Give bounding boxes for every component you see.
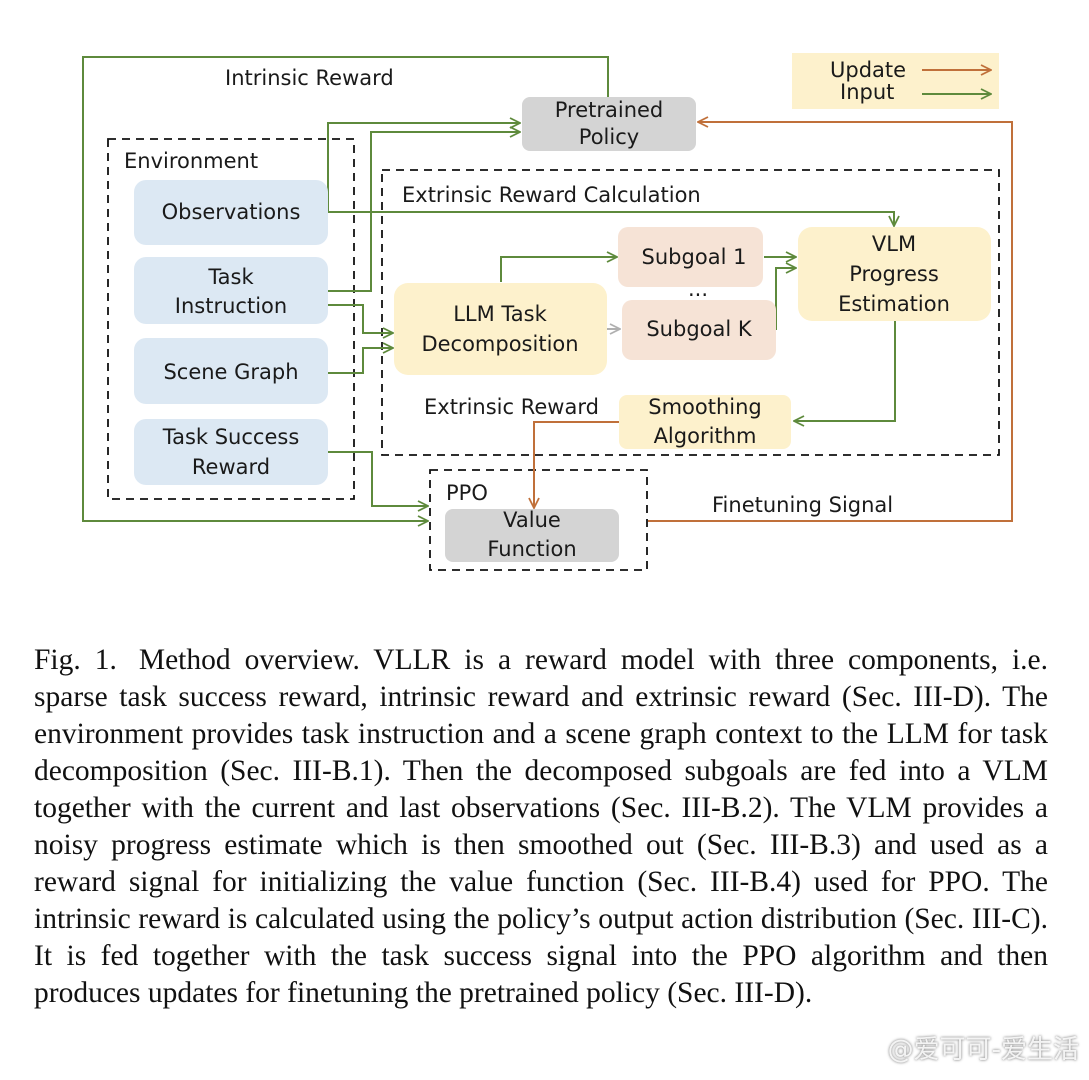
task-success-reward-line-2: Reward: [192, 455, 270, 479]
subgoal-k-line-1: Subgoal K: [646, 317, 753, 341]
smoothing-to-value-function-connector: [534, 421, 620, 508]
method-overview-diagram: Update Input Environment Extrinsic Rewar…: [82, 53, 1013, 571]
instruction-to-policy-connector: [328, 132, 520, 292]
extrinsic-reward-calculation-label: Extrinsic Reward Calculation: [402, 183, 701, 207]
llm-to-subgoal1-connector: [500, 257, 617, 282]
task-instruction-line-1: Task: [207, 265, 254, 289]
finetuning-signal-connector: [648, 122, 1013, 522]
update-connectors: [534, 122, 1013, 522]
ppo-container: [429, 469, 648, 571]
finetuning-signal-label: Finetuning Signal: [712, 493, 893, 517]
extrinsic-reward-label: Extrinsic Reward: [424, 395, 599, 419]
node-pretrained-policy: Pretrained Policy: [522, 97, 696, 151]
vlm-progress-estimation-line-1: VLM: [872, 232, 916, 256]
scene-graph-line-1: Scene Graph: [163, 360, 298, 384]
legend-update-label: Update: [830, 58, 906, 82]
watermark: @爱可可-爱生活: [887, 1035, 1079, 1065]
value-function-line-1: Value: [503, 508, 561, 532]
subgoal-1-line-1: Subgoal 1: [642, 245, 747, 269]
node-task-instruction: Task Instruction: [134, 257, 328, 324]
value-function-line-2: Function: [487, 537, 576, 561]
llm-task-decomposition-line-1: LLM Task: [453, 302, 547, 326]
observations-to-vlm-connector: [328, 211, 894, 226]
figure-caption: Fig. 1.Method overview. VLLR is a reward…: [34, 642, 1048, 1012]
extrinsic-reward-calculation-container: [381, 169, 1000, 456]
input-connectors: [82, 56, 896, 521]
node-subgoal-1: Subgoal 1: [618, 227, 763, 287]
observations-to-policy-connector: [327, 123, 520, 212]
legend-background: [792, 53, 999, 109]
ppo-label: PPO: [446, 481, 488, 505]
environment-container: [107, 138, 355, 500]
environment-label: Environment: [124, 149, 258, 173]
node-scene-graph: Scene Graph: [134, 338, 328, 404]
intrinsic-reward-connector: [82, 56, 609, 521]
caption-text: Method overview. VLLR is a reward model …: [34, 644, 1048, 1009]
intrinsic-reward-label: Intrinsic Reward: [225, 66, 394, 90]
pretrained-policy-line-2: Policy: [579, 125, 639, 149]
legend-input-label: Input: [840, 80, 894, 104]
node-observations: Observations: [134, 180, 328, 245]
vlm-to-smoothing-connector: [794, 320, 896, 421]
task-success-reward-line-1: Task Success: [162, 425, 300, 449]
pretrained-policy-line-1: Pretrained: [555, 98, 664, 122]
node-smoothing-algorithm: Smoothing Algorithm: [619, 395, 791, 449]
vlm-progress-estimation-line-2: Progress: [849, 262, 939, 286]
smoothing-algorithm-line-1: Smoothing: [648, 395, 762, 419]
node-subgoal-k: Subgoal K: [622, 300, 776, 360]
figure-label: Fig. 1.: [34, 644, 117, 676]
task-instruction-line-2: Instruction: [175, 294, 287, 318]
node-task-success-reward: Task Success Reward: [134, 419, 328, 485]
vlm-progress-estimation-line-3: Estimation: [838, 292, 950, 316]
observations-line-1: Observations: [162, 200, 301, 224]
llm-task-decomposition-line-2: Decomposition: [421, 332, 578, 356]
success-reward-to-ppo-connector: [328, 451, 428, 506]
legend: Update Input: [792, 53, 999, 109]
node-value-function: Value Function: [445, 508, 619, 562]
instruction-to-llm-connector: [328, 304, 393, 333]
node-llm-task-decomposition: LLM Task Decomposition: [394, 283, 607, 375]
smoothing-algorithm-line-2: Algorithm: [654, 424, 757, 448]
scenegraph-to-llm-connector: [328, 348, 393, 374]
subgoalk-to-vlm-connector: [775, 268, 796, 330]
node-vlm-progress-estimation: VLM Progress Estimation: [798, 227, 991, 321]
